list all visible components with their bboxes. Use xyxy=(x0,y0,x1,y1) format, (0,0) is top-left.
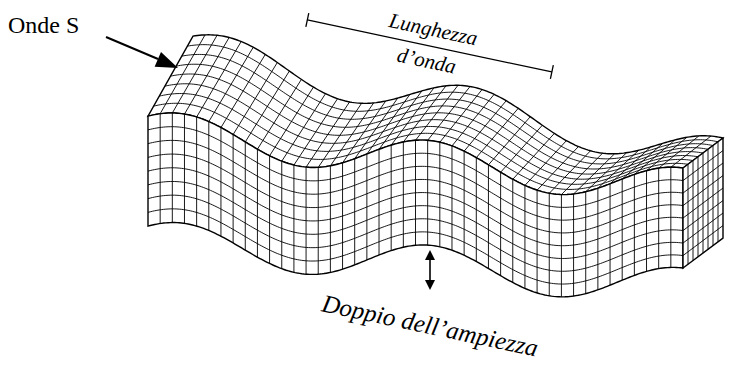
wave-type-label-box: Onde S xyxy=(8,12,79,39)
direction-arrow-head xyxy=(155,52,178,68)
grid-line xyxy=(245,71,289,142)
grid-line xyxy=(427,140,428,245)
grid-line xyxy=(330,166,331,273)
dimension-tick xyxy=(306,13,309,27)
grid-line xyxy=(391,145,392,250)
grid-line xyxy=(220,128,221,237)
grid-line xyxy=(537,190,538,293)
grid-line xyxy=(622,179,623,280)
grid-line xyxy=(646,171,647,272)
grid-line xyxy=(416,85,459,140)
grid-line xyxy=(610,184,611,285)
grid-line xyxy=(452,94,494,146)
grid-line xyxy=(585,192,586,294)
grid-line xyxy=(683,151,723,181)
grid-line xyxy=(549,193,550,296)
grid-line xyxy=(439,142,440,247)
grid-line xyxy=(294,99,338,165)
front-face xyxy=(148,113,683,297)
grid-line xyxy=(184,37,229,114)
grid-line xyxy=(525,141,566,186)
grid-line xyxy=(245,142,246,250)
grid-line xyxy=(561,195,562,297)
grid-line xyxy=(306,102,350,167)
grid-line xyxy=(683,226,723,256)
grid-line xyxy=(221,54,265,127)
grid-line xyxy=(306,167,307,274)
grid-line xyxy=(683,201,723,231)
grid-line xyxy=(683,176,723,206)
front-outline xyxy=(148,113,683,297)
grid-line xyxy=(658,168,659,268)
grid-line xyxy=(513,133,555,179)
right-outline xyxy=(683,138,723,268)
grid-line xyxy=(184,114,185,223)
grid-line xyxy=(269,156,270,264)
grid-line xyxy=(683,163,723,193)
grid-line xyxy=(257,79,301,149)
grid-line xyxy=(597,188,598,290)
right-face xyxy=(683,138,723,268)
grid-line xyxy=(464,151,465,255)
grid-line xyxy=(366,154,367,260)
grid-line xyxy=(281,161,282,269)
grid-line xyxy=(172,35,217,113)
grid-line xyxy=(683,213,723,243)
dimension-tick xyxy=(550,65,553,79)
grid-line xyxy=(464,101,506,151)
grid-line xyxy=(415,140,416,245)
grid-line xyxy=(476,108,518,157)
grid-line xyxy=(354,159,355,265)
grid-line xyxy=(488,165,489,269)
grid-line xyxy=(233,135,234,243)
grid-line xyxy=(451,146,452,250)
grid-line xyxy=(196,117,197,226)
grid-line xyxy=(160,114,161,224)
grid-line xyxy=(512,179,513,282)
grid-line xyxy=(233,63,277,135)
grid-line xyxy=(342,163,343,269)
grid-line xyxy=(670,167,671,267)
amplitude-label-box: Doppio dell’ampiezza xyxy=(319,289,540,362)
grid-line xyxy=(501,125,543,172)
grid-line xyxy=(500,172,501,275)
grid-line xyxy=(257,149,258,257)
amplitude-label: Doppio dell’ampiezza xyxy=(319,289,540,362)
grid-line xyxy=(403,142,404,247)
grid-line xyxy=(391,88,434,145)
wavelength-label-box: Lunghezza d’onda xyxy=(374,3,485,86)
wave-type-label: Onde S xyxy=(8,12,79,39)
wavelength-label: Lunghezza d’onda xyxy=(374,3,485,86)
grid-line xyxy=(634,175,635,276)
grid-line xyxy=(208,122,209,231)
grid-line xyxy=(683,188,723,218)
grid-line xyxy=(293,165,294,272)
grid-line xyxy=(160,35,205,114)
grid-line xyxy=(172,113,173,223)
grid-line xyxy=(379,149,380,255)
grid-line xyxy=(573,194,574,296)
grid-line xyxy=(524,185,525,288)
grid-line xyxy=(476,158,477,262)
amplitude-arrow-shaft xyxy=(429,257,431,283)
grid-line xyxy=(318,167,319,274)
direction-arrow-shaft xyxy=(106,37,158,59)
amplitude-arrow-head xyxy=(425,250,435,260)
grid-line xyxy=(488,117,530,165)
amplitude-arrow-head xyxy=(425,280,435,290)
